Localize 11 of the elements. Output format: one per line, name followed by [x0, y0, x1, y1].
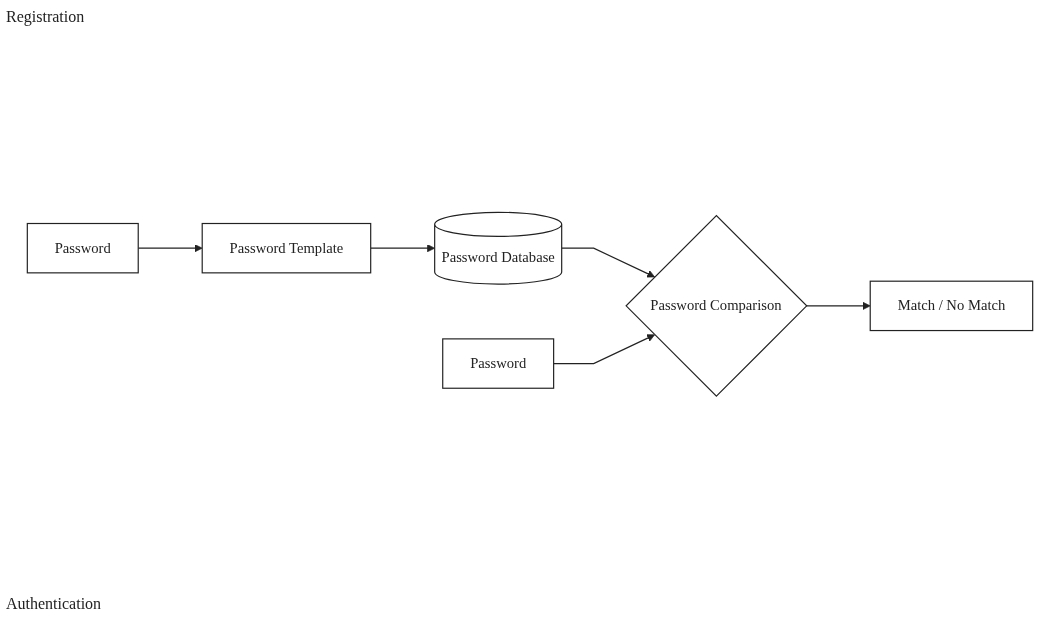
arrow	[561, 247, 655, 278]
arrow	[553, 334, 655, 364]
node-box: Password	[26, 222, 139, 274]
section-label: Registration	[6, 8, 85, 26]
node-diamond: Password Comparison	[625, 214, 808, 397]
section-label: Authentication	[6, 595, 102, 613]
node-box: Password Template	[201, 222, 372, 274]
node-box: Match / No Match	[869, 280, 1034, 331]
node-box: Password	[442, 338, 555, 389]
arrow	[370, 243, 436, 252]
arrow	[805, 301, 871, 310]
